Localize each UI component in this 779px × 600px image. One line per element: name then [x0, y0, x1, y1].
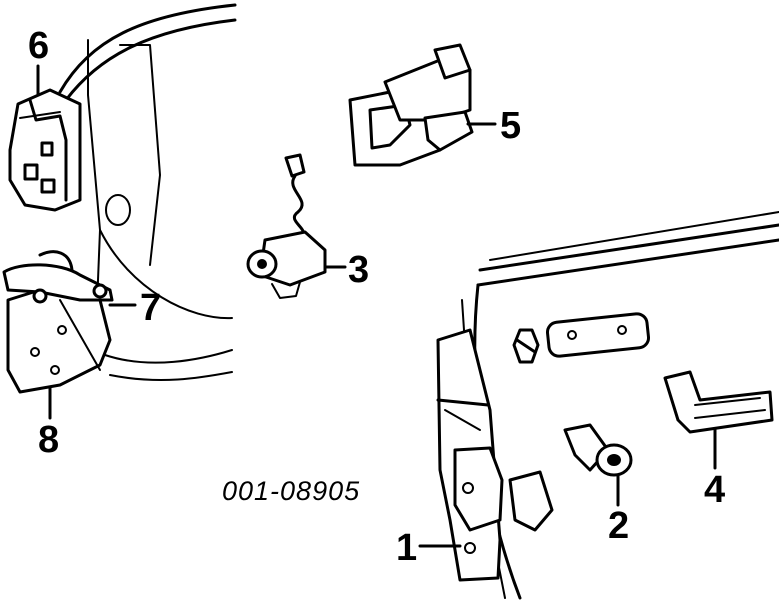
callout-3: 3 — [348, 249, 369, 291]
upper-door-hinge — [8, 88, 82, 212]
callout-8: 8 — [38, 419, 59, 461]
lower-door-hinge — [2, 250, 114, 394]
door-lock-actuator — [246, 153, 327, 299]
door-handle-plate — [512, 312, 651, 364]
leader-lines — [36, 64, 717, 548]
door-striker — [348, 43, 474, 167]
callout-2: 2 — [608, 505, 629, 547]
left-door-frame — [58, 3, 237, 381]
callout-7: 7 — [140, 287, 161, 329]
outside-door-handle — [663, 370, 774, 434]
callout-6: 6 — [28, 25, 49, 67]
callout-5: 5 — [500, 105, 521, 147]
callout-1: 1 — [396, 527, 417, 569]
door-latch-assembly — [436, 328, 554, 582]
diagram-code: 001-08905 — [222, 476, 360, 506]
lock-cylinder — [563, 423, 633, 477]
callout-4: 4 — [704, 469, 725, 511]
